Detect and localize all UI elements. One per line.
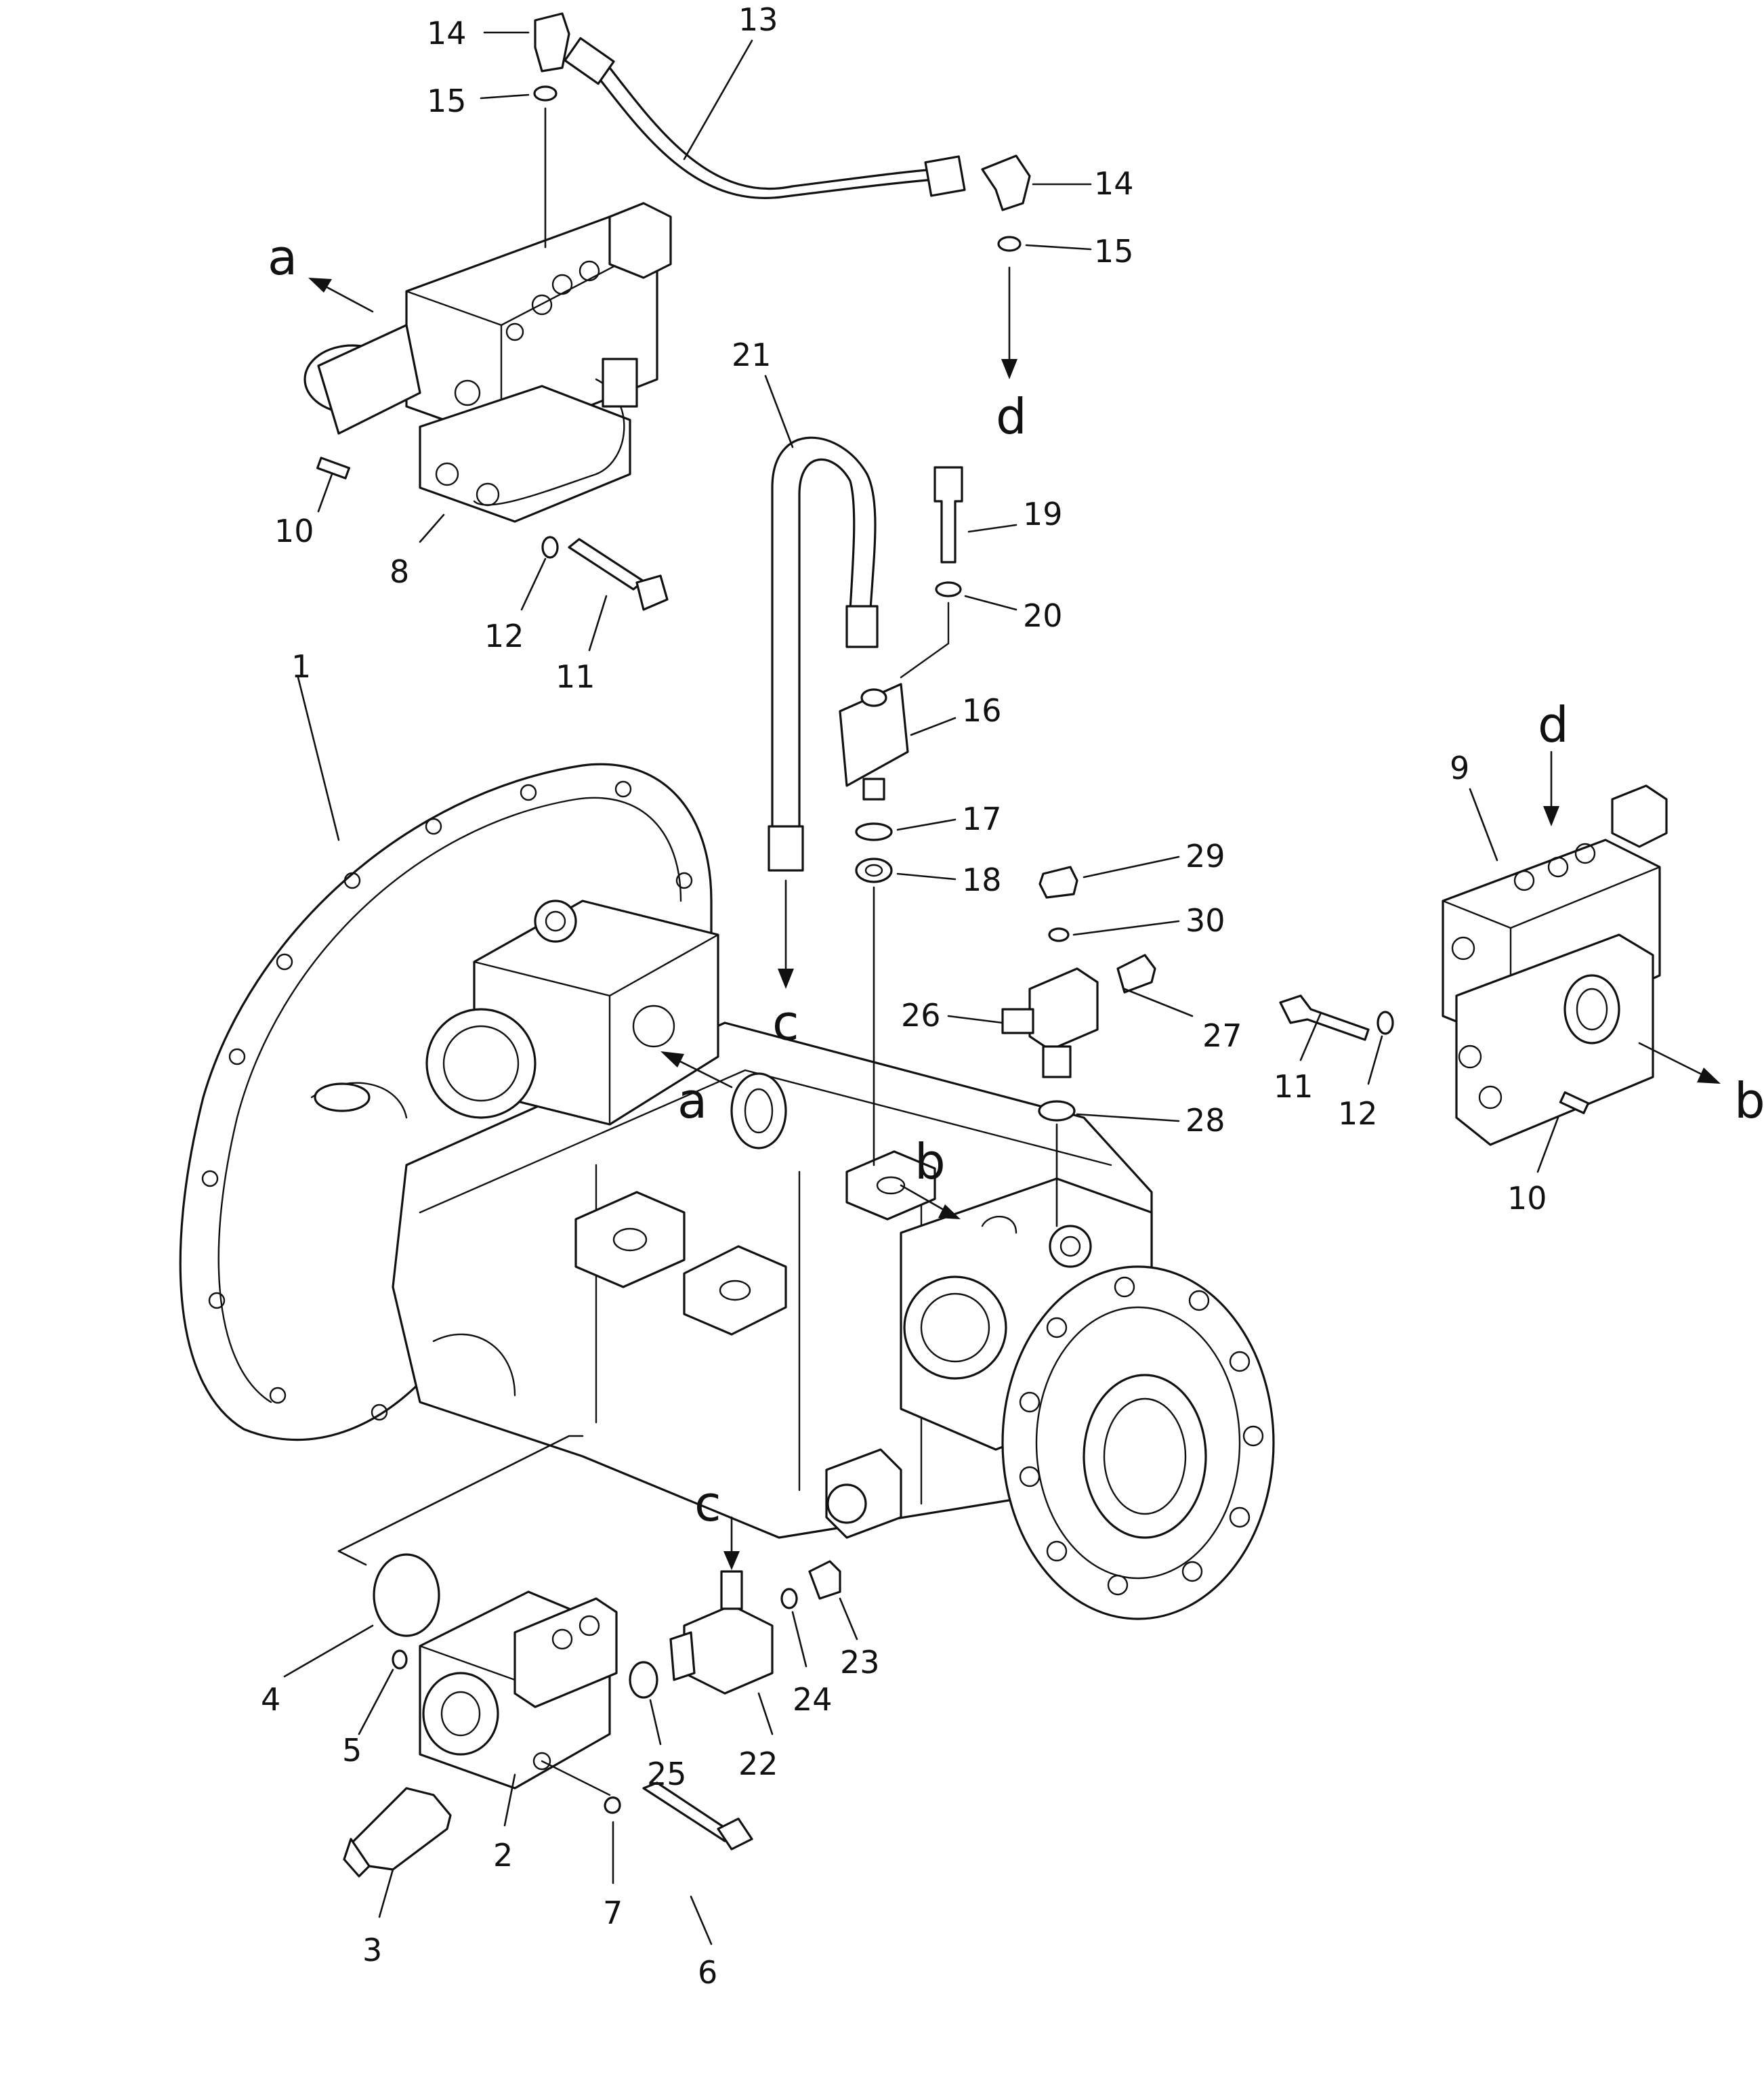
elbow-fitting-right bbox=[981, 154, 1031, 211]
callout-17: 17 bbox=[962, 801, 1002, 837]
callout-30: 30 bbox=[1185, 902, 1225, 939]
valve-cartridge-3 bbox=[351, 1787, 452, 1871]
oring-7 bbox=[604, 1796, 621, 1814]
callout-15-upper: 15 bbox=[427, 83, 467, 119]
callout-4: 4 bbox=[261, 1681, 280, 1718]
callout-28: 28 bbox=[1185, 1102, 1225, 1139]
upper-regulator-assembly bbox=[303, 202, 672, 523]
main-pump-assembly bbox=[179, 763, 1275, 1620]
callout-14-upper: 14 bbox=[427, 15, 467, 51]
spacer-18 bbox=[855, 858, 893, 883]
nipple-27 bbox=[1116, 954, 1156, 994]
plug-29 bbox=[1038, 866, 1078, 899]
callout-12-upper: 12 bbox=[484, 618, 524, 654]
connector-a-upper: a bbox=[268, 229, 297, 286]
callout-8: 8 bbox=[390, 553, 409, 590]
elbow-fitting-upper bbox=[534, 12, 570, 72]
washer-20 bbox=[935, 581, 962, 597]
callout-19: 19 bbox=[1023, 496, 1063, 532]
pin-upper bbox=[316, 457, 351, 480]
end-cover-bolts bbox=[1019, 1276, 1264, 1596]
callout-11-right: 11 bbox=[1274, 1068, 1314, 1105]
callout-6: 6 bbox=[698, 1954, 717, 1991]
callout-25: 25 bbox=[647, 1756, 687, 1792]
oring-upper bbox=[533, 85, 558, 102]
callout-22: 22 bbox=[738, 1746, 778, 1782]
oring-5 bbox=[392, 1649, 408, 1670]
connector-d-upper: d bbox=[996, 388, 1027, 445]
callout-26: 26 bbox=[901, 997, 941, 1034]
callout-9: 9 bbox=[1450, 750, 1469, 786]
callout-labels: 1 2 3 4 5 6 7 8 9 10 10 11 11 12 12 13 1… bbox=[261, 1, 1547, 1991]
callout-10-upper: 10 bbox=[274, 513, 314, 549]
connector-b-pump: b bbox=[915, 1133, 946, 1190]
gear-pump-assembly bbox=[419, 1590, 618, 1790]
oring-right bbox=[997, 236, 1022, 252]
connector-d-right: d bbox=[1538, 696, 1569, 753]
lifting-eye bbox=[730, 1072, 787, 1149]
callout-13: 13 bbox=[738, 1, 778, 38]
callout-27: 27 bbox=[1202, 1017, 1242, 1054]
callout-7: 7 bbox=[603, 1895, 623, 1931]
oring-30 bbox=[1048, 927, 1070, 942]
washer-upper bbox=[541, 536, 559, 559]
callout-16: 16 bbox=[962, 692, 1002, 729]
flange-inner-rim bbox=[217, 797, 682, 1403]
oring-17 bbox=[855, 822, 893, 841]
hose-13 bbox=[564, 37, 966, 199]
callout-10-right: 10 bbox=[1507, 1180, 1547, 1217]
bolt-upper bbox=[568, 538, 645, 591]
callout-15-right: 15 bbox=[1094, 233, 1134, 270]
callout-20: 20 bbox=[1023, 597, 1063, 634]
connector-c-port: c bbox=[694, 1475, 721, 1532]
callout-23: 23 bbox=[840, 1644, 880, 1681]
port-block-22 bbox=[683, 1604, 774, 1695]
hose-21 bbox=[768, 436, 879, 872]
callout-21: 21 bbox=[732, 337, 772, 373]
bolt-right bbox=[1279, 994, 1370, 1041]
callout-18: 18 bbox=[962, 862, 1002, 898]
oring-28 bbox=[1038, 1100, 1076, 1122]
connector-b-right: b bbox=[1734, 1072, 1764, 1129]
connector-c-hose: c bbox=[772, 994, 799, 1051]
flange-bolt-holes bbox=[201, 780, 693, 1421]
callout-14-right: 14 bbox=[1094, 165, 1134, 202]
pump-port-arrows bbox=[660, 1051, 961, 1219]
oring-25 bbox=[629, 1661, 658, 1699]
oring-4 bbox=[373, 1553, 440, 1637]
oring-24 bbox=[780, 1588, 798, 1609]
plug-23 bbox=[808, 1560, 841, 1600]
callout-11-upper: 11 bbox=[555, 658, 595, 695]
callout-1: 1 bbox=[291, 648, 311, 685]
callout-12-right: 12 bbox=[1338, 1095, 1378, 1132]
connector-a-pump: a bbox=[677, 1072, 707, 1129]
connector-letters: a a b b c c d d bbox=[268, 229, 1764, 1532]
right-regulator-assembly bbox=[1442, 784, 1668, 1146]
callout-2: 2 bbox=[493, 1837, 513, 1874]
callout-24: 24 bbox=[793, 1681, 833, 1718]
pin-right bbox=[1559, 1091, 1590, 1114]
callout-29: 29 bbox=[1185, 838, 1225, 874]
bolt-19 bbox=[933, 466, 963, 564]
callout-3: 3 bbox=[362, 1932, 382, 1968]
fitting-block-26 bbox=[1028, 967, 1099, 1051]
washer-right bbox=[1377, 1011, 1394, 1035]
leader-lines bbox=[283, 31, 1559, 1945]
callout-5: 5 bbox=[342, 1732, 362, 1769]
